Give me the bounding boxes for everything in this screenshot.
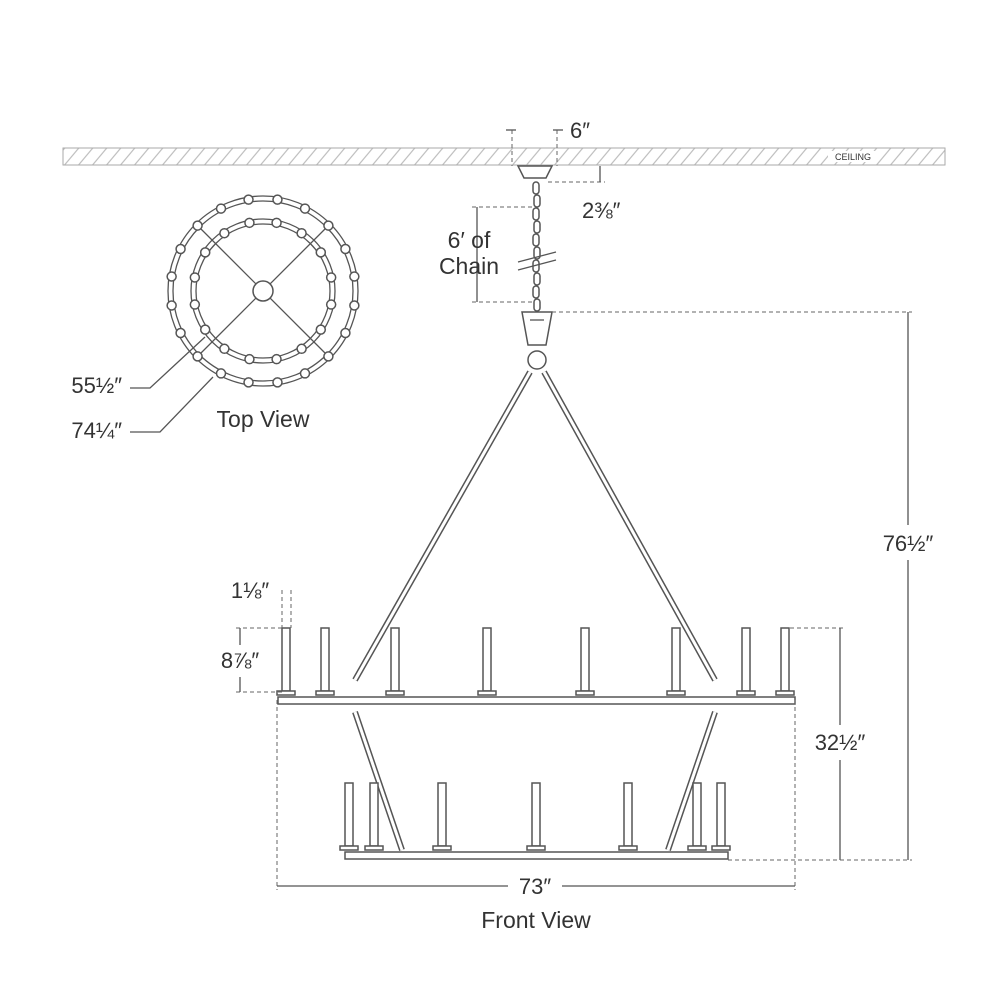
chain-link xyxy=(533,298,541,312)
candle-cup xyxy=(323,351,334,362)
chain-link xyxy=(533,220,541,234)
candle-cup xyxy=(349,300,360,311)
crown xyxy=(521,311,553,370)
candle xyxy=(339,782,359,851)
candle xyxy=(775,627,795,696)
candle xyxy=(276,627,296,696)
top-view-label: Top View xyxy=(217,406,310,432)
ceiling: CEILING xyxy=(62,147,946,166)
chain-break-mark xyxy=(517,251,557,263)
candle-cup xyxy=(175,327,186,339)
candle-cup xyxy=(271,217,282,229)
chain-link xyxy=(532,207,540,221)
candle xyxy=(711,782,731,851)
candle-cup xyxy=(271,353,282,365)
candle xyxy=(736,627,756,696)
candle-cup xyxy=(199,247,211,258)
dimension-lines xyxy=(236,129,912,890)
candle-cup xyxy=(199,324,211,335)
candle-cup xyxy=(215,203,227,214)
candle-cup xyxy=(272,194,283,205)
ceiling-label: CEILING xyxy=(835,152,871,162)
candle-cup xyxy=(340,243,351,255)
candle xyxy=(687,782,707,851)
candle xyxy=(666,627,686,696)
canopy-width-label: 6″ xyxy=(570,118,590,143)
candle-cup xyxy=(192,351,203,362)
candle-height-label: 8⅞″ xyxy=(221,648,260,673)
chain-link xyxy=(533,194,541,208)
candle-cup xyxy=(243,377,254,388)
candle-cup xyxy=(315,324,327,335)
candle-cup xyxy=(192,220,203,231)
chain xyxy=(517,181,557,312)
candle-cup xyxy=(299,203,311,214)
chain-link xyxy=(532,285,540,299)
upper-ring xyxy=(277,696,796,705)
candle xyxy=(477,627,497,696)
candle-cup xyxy=(323,220,334,231)
outer-diameter-label: 74¼″ xyxy=(71,418,122,443)
body-height-label: 32½″ xyxy=(815,730,866,755)
candle xyxy=(575,627,595,696)
candle-cup xyxy=(325,272,337,283)
candle-cup xyxy=(243,194,254,205)
candle-cup xyxy=(189,272,201,283)
chain-length-label-2: Chain xyxy=(439,253,499,279)
candle xyxy=(618,782,638,851)
candle xyxy=(315,627,335,696)
chain-link xyxy=(532,181,540,195)
candle-width-label: 1⅛″ xyxy=(231,578,270,603)
lower-ring xyxy=(344,851,729,860)
candle-cup xyxy=(175,243,186,255)
candle-cup xyxy=(315,247,327,258)
front-view-label: Front View xyxy=(481,907,591,933)
candle-cup xyxy=(244,217,255,229)
candle xyxy=(364,782,384,851)
top-view-drawing xyxy=(166,194,360,388)
candle xyxy=(526,782,546,851)
candle-cup xyxy=(166,271,177,282)
candle-cup xyxy=(296,343,307,355)
chain-link xyxy=(532,233,540,247)
candle-cup xyxy=(215,368,227,379)
candle-cup xyxy=(272,377,283,388)
candle-cup xyxy=(340,327,351,339)
candle-cup xyxy=(219,227,230,239)
straps xyxy=(352,370,718,851)
candle xyxy=(385,627,405,696)
inner-diameter-label: 55½″ xyxy=(71,373,122,398)
candle-cup xyxy=(299,368,311,379)
chain-length-label: 6′ of xyxy=(448,227,491,253)
candles xyxy=(276,627,795,851)
candle-cup xyxy=(349,271,360,282)
candle-cup xyxy=(166,300,177,311)
canopy-height-label: 2⅜″ xyxy=(582,198,621,223)
chain-break-mark xyxy=(517,259,557,271)
overall-height-label: 76½″ xyxy=(883,531,934,556)
overall-width-label: 73″ xyxy=(519,874,551,899)
candle xyxy=(432,782,452,851)
canopy xyxy=(516,165,554,179)
candle-cup xyxy=(325,299,337,310)
chain-link xyxy=(533,272,541,286)
candle-cup xyxy=(189,299,201,310)
candle-cup xyxy=(219,343,230,355)
top-view-leaders xyxy=(130,336,214,433)
candle-cup xyxy=(244,353,255,365)
candle-cup xyxy=(296,227,307,239)
